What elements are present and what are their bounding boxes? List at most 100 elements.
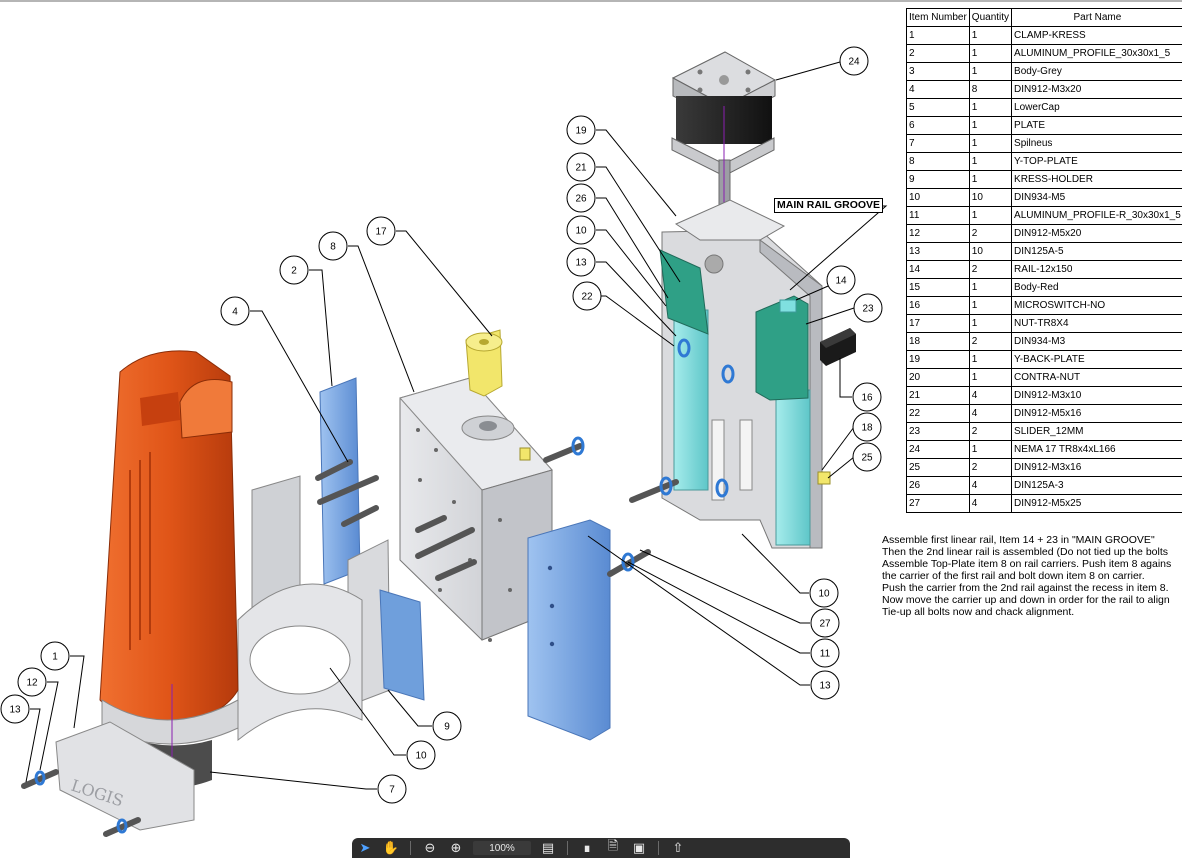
item-number-cell: 5: [906, 98, 970, 117]
linear-rails: [659, 249, 811, 546]
balloon-number: 12: [26, 678, 38, 689]
hand-icon[interactable]: ✋: [382, 840, 400, 856]
balloon-number: 10: [818, 589, 830, 600]
item-balloon: 7: [377, 774, 407, 804]
item-balloon: 24: [839, 46, 869, 76]
quantity-cell: 1: [968, 350, 1013, 369]
zoom-in-icon[interactable]: ⊕: [450, 840, 462, 856]
part-name-cell: SLIDER_12MM: [1011, 422, 1182, 441]
quantity-cell: 1: [968, 98, 1013, 117]
zoom-out-icon[interactable]: ⊖: [424, 840, 436, 856]
item-number-cell: 20: [906, 368, 970, 387]
balloon-number: 8: [330, 242, 336, 253]
image-icon[interactable]: ▣: [632, 840, 646, 856]
balloon-number: 27: [819, 619, 831, 630]
quantity-cell: 2: [968, 422, 1013, 441]
balloon-number: 26: [575, 194, 587, 205]
share-icon[interactable]: ⇧: [672, 840, 684, 856]
item-number-cell: 1: [906, 26, 970, 45]
item-balloon: 23: [853, 293, 883, 323]
item-balloon: 9: [432, 711, 462, 741]
part-name-cell: Spilneus: [1011, 134, 1182, 153]
balloon-number: 17: [375, 227, 387, 238]
balloon-circle: [809, 578, 839, 608]
part-name-cell: CONTRA-NUT: [1011, 368, 1182, 387]
quantity-cell: 2: [968, 332, 1013, 351]
part-name-cell: DIN934-M3: [1011, 332, 1182, 351]
balloon-number: 18: [861, 423, 873, 434]
quantity-cell: 1: [968, 278, 1013, 297]
balloon-number: 2: [291, 266, 297, 277]
part-name-cell: PLATE: [1011, 116, 1182, 135]
window-top-border: [0, 0, 1182, 2]
item-balloon: 17: [366, 216, 396, 246]
item-balloon: 26: [566, 183, 596, 213]
item-balloon: 8: [318, 231, 348, 261]
quantity-cell: 1: [968, 206, 1013, 225]
item-number-cell: 8: [906, 152, 970, 171]
quantity-cell: 10: [968, 188, 1013, 207]
item-number-cell: 6: [906, 116, 970, 135]
note-line: the carrier of the first rail and bolt d…: [882, 570, 1145, 582]
item-number-cell: 16: [906, 296, 970, 315]
item-number-cell: 24: [906, 440, 970, 459]
quantity-cell: 2: [968, 224, 1013, 243]
quantity-cell: 1: [968, 134, 1013, 153]
zoom-level-field[interactable]: 100%: [473, 841, 531, 855]
quantity-cell: 1: [968, 296, 1013, 315]
document-icon[interactable]: 🗎: [607, 839, 619, 854]
balloon-circle: [839, 46, 869, 76]
page-layout-icon[interactable]: ▤: [541, 840, 555, 856]
quantity-cell: 1: [968, 44, 1013, 63]
item-number-cell: 15: [906, 278, 970, 297]
part-name-cell: LowerCap: [1011, 98, 1182, 117]
balloon-circle: [0, 694, 30, 724]
part-name-cell: DIN934-M5: [1011, 188, 1182, 207]
part-name-cell: NEMA 17 TR8x4xL166: [1011, 440, 1182, 459]
note-line: Push the carrier from the 2nd rail again…: [882, 582, 1169, 594]
item-number-cell: 25: [906, 458, 970, 477]
balloon-circle: [566, 247, 596, 277]
part-name-cell: MICROSWITCH-NO: [1011, 296, 1182, 315]
part-name-cell: NUT-TR8X4: [1011, 314, 1182, 333]
balloon-circle: [220, 296, 250, 326]
quantity-cell: 4: [968, 404, 1013, 423]
quantity-cell: 4: [968, 494, 1013, 513]
kress-holder: [237, 475, 425, 742]
crop-icon[interactable]: ∎: [582, 840, 592, 856]
item-balloon: 1: [40, 641, 70, 671]
part-name-cell: RAIL-12x150: [1011, 260, 1182, 279]
item-number-cell: 26: [906, 476, 970, 495]
item-balloon: 13: [0, 694, 30, 724]
balloon-circle: [318, 231, 348, 261]
balloon-number: 24: [848, 57, 860, 68]
item-balloon: 2: [279, 255, 309, 285]
toolbar-divider: [658, 841, 659, 855]
part-name-cell: Y-TOP-PLATE: [1011, 152, 1182, 171]
part-name-cell: KRESS-HOLDER: [1011, 170, 1182, 189]
note-line: Now move the carrier up and down in orde…: [882, 594, 1170, 606]
balloon-circle: [566, 215, 596, 245]
part-name-cell: DIN912-M5x25: [1011, 494, 1182, 513]
note-line: Assemble first linear rail, Item 14 + 23…: [882, 534, 1155, 546]
leader-lines: [25, 61, 888, 790]
balloon-circle: [566, 152, 596, 182]
item-balloon: 18: [852, 412, 882, 442]
bom-header-row: Item Number Quantity Part Name: [906, 8, 1182, 27]
item-balloon: 13: [810, 670, 840, 700]
pointer-icon[interactable]: ➤: [359, 840, 371, 856]
item-number-cell: 4: [906, 80, 970, 99]
y-top-plate: [399, 329, 553, 642]
item-balloon: 4: [220, 296, 250, 326]
item-balloon: 22: [572, 281, 602, 311]
item-number-cell: 10: [906, 188, 970, 207]
viewer-toolbar: ➤ ✋ ⊖ ⊕ 100% ▤ ∎ 🗎 ▣ ⇧: [352, 838, 850, 858]
